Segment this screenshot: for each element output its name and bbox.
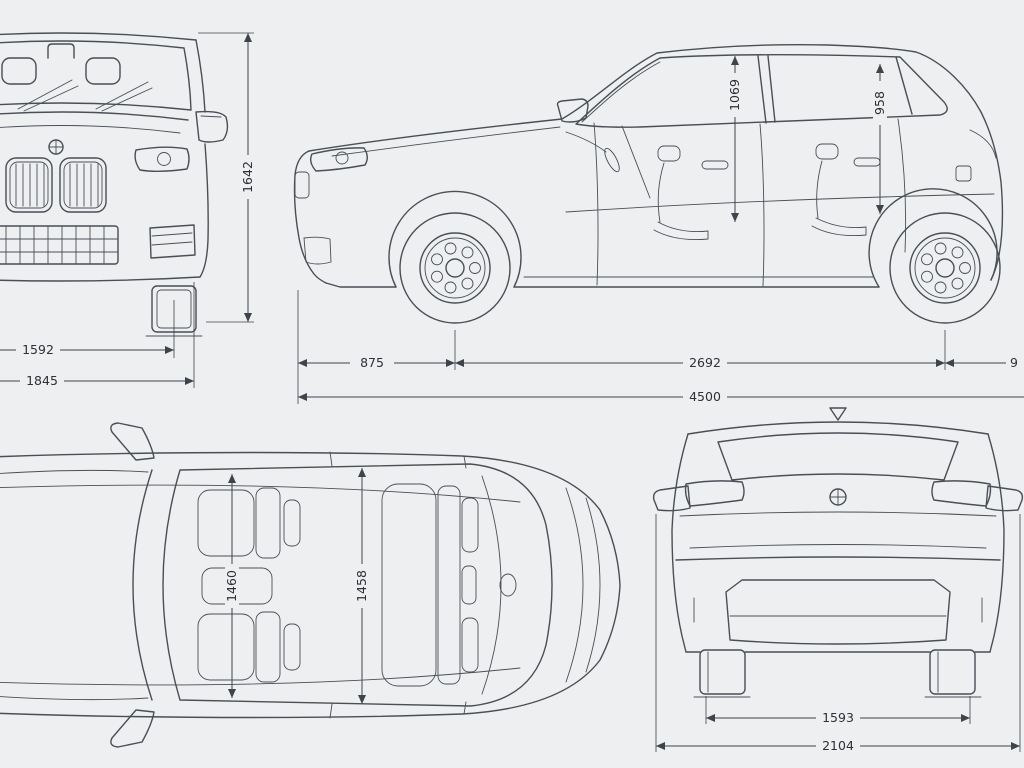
front-view: 1642 1592 1845 [0, 32, 255, 388]
dim-label-body-width: 1845 [20, 373, 64, 388]
top-view-car-body [0, 422, 621, 748]
dim-label-overall-height: 1642 [240, 155, 255, 199]
front-view-wheels [145, 285, 203, 337]
svg-text:875: 875 [360, 355, 384, 370]
rear-view-car-body [671, 407, 1005, 653]
svg-text:2692: 2692 [689, 355, 721, 370]
side-view: 1069 958 875 2692 9 [293, 43, 1024, 404]
svg-text:1593: 1593 [822, 710, 854, 725]
dim-label-rear-track: 1593 [816, 710, 860, 725]
dim-label-front-overhang: 875 [350, 355, 394, 370]
side-view-dimensions: 1069 958 875 2692 9 [297, 56, 1024, 404]
svg-text:1592: 1592 [22, 342, 54, 357]
dim-label-rear-interior-width: 1458 [354, 564, 369, 608]
svg-text:1458: 1458 [354, 570, 369, 602]
side-view-interior [565, 125, 867, 241]
front-view-grille [5, 139, 107, 213]
dim-label-overall-length: 4500 [683, 389, 727, 404]
svg-text:1845: 1845 [26, 373, 58, 388]
dim-label-wheelbase: 2692 [683, 355, 727, 370]
side-view-car-body [293, 43, 1004, 288]
svg-text:958: 958 [872, 91, 887, 115]
svg-text:1460: 1460 [224, 570, 239, 602]
dim-label-width-incl-mirrors: 2104 [816, 738, 860, 753]
rear-view: 1593 2104 [652, 407, 1024, 753]
rear-view-dimensions: 1593 2104 [655, 514, 1021, 753]
top-view-seats [197, 483, 479, 687]
side-view-wheels [399, 212, 1001, 324]
rear-view-mirrors [652, 485, 1024, 512]
dim-label-front-interior-width: 1460 [224, 564, 239, 608]
dim-label-rear-headroom: 958 [872, 81, 887, 125]
svg-text:4500: 4500 [689, 389, 721, 404]
dim-label-front-headroom: 1069 [727, 73, 742, 117]
front-view-car-body [0, 32, 209, 282]
front-view-mirrors [195, 110, 229, 143]
svg-text:9: 9 [1010, 355, 1018, 370]
front-view-headlights [134, 146, 190, 172]
rear-view-wheels [693, 649, 982, 698]
svg-text:2104: 2104 [822, 738, 854, 753]
dim-label-front-track: 1592 [16, 342, 60, 357]
top-view: 1460 1458 [0, 422, 621, 748]
svg-text:1069: 1069 [727, 79, 742, 111]
svg-text:1642: 1642 [240, 161, 255, 193]
front-view-bumper-grid [0, 224, 196, 265]
top-view-dimensions: 1460 1458 [224, 468, 369, 704]
front-view-dimensions: 1642 1592 1845 [0, 32, 255, 388]
dim-label-rear-overhang-partial: 9 [1006, 355, 1024, 370]
